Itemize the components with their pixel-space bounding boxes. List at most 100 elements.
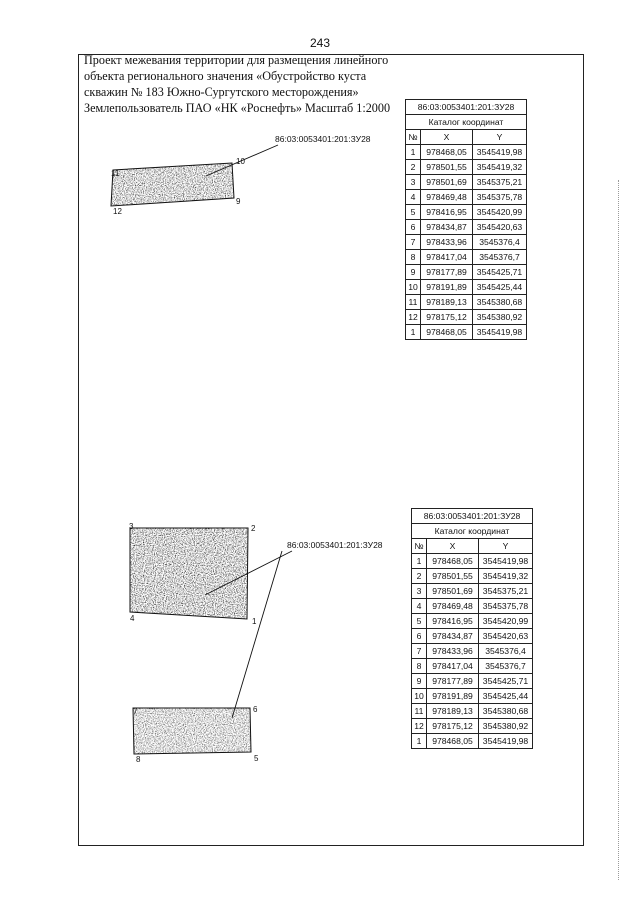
point-label: 6 <box>253 705 258 714</box>
sketch-lower: 86:03:0053401:201:ЗУ28 3 2 4 1 7 6 8 5 <box>129 522 383 764</box>
column-header: X <box>426 538 479 554</box>
y-coordinate-cell: 3545380,92 <box>478 718 533 734</box>
point-label: 12 <box>113 207 122 216</box>
catalog-subtitle: Каталог координат <box>411 523 533 539</box>
point-number-cell: 3 <box>411 583 427 599</box>
header-line-1: Проект межевания территории для размещен… <box>84 53 389 67</box>
point-label: 8 <box>136 755 141 764</box>
point-label: 9 <box>236 197 241 206</box>
column-header: № <box>405 129 421 145</box>
y-coordinate-cell: 3545375,21 <box>478 583 533 599</box>
y-coordinate-cell: 3545420,99 <box>478 613 533 629</box>
point-number-cell: 3 <box>405 174 421 190</box>
x-coordinate-cell: 978191,89 <box>426 688 479 704</box>
y-coordinate-cell: 3545425,71 <box>472 264 527 280</box>
y-coordinate-cell: 3545420,63 <box>472 219 527 235</box>
point-number-cell: 1 <box>411 553 427 569</box>
y-coordinate-cell: 3545376,7 <box>478 658 533 674</box>
y-coordinate-cell: 3545419,98 <box>478 553 533 569</box>
header-line-4: Землепользователь ПАО «НК «Роснефть» Мас… <box>84 101 391 115</box>
y-coordinate-cell: 3545380,68 <box>472 294 527 310</box>
x-coordinate-cell: 978175,12 <box>420 309 473 325</box>
x-coordinate-cell: 978468,05 <box>420 324 473 340</box>
plot-label-upper: 86:03:0053401:201:ЗУ28 <box>275 134 371 144</box>
column-header: № <box>411 538 427 554</box>
x-coordinate-cell: 978468,05 <box>420 144 473 160</box>
x-coordinate-cell: 978468,05 <box>426 733 479 749</box>
header-line-3: скважин № 183 Южно-Сургутского месторожд… <box>84 85 359 99</box>
point-number-cell: 5 <box>411 613 427 629</box>
point-number-cell: 1 <box>405 144 421 160</box>
y-coordinate-cell: 3545376,4 <box>478 643 533 659</box>
point-number-cell: 1 <box>411 733 427 749</box>
header-line-2: объекта регионального значения «Обустрой… <box>84 69 367 83</box>
point-number-cell: 10 <box>405 279 421 295</box>
y-coordinate-cell: 3545425,71 <box>478 673 533 689</box>
x-coordinate-cell: 978191,89 <box>420 279 473 295</box>
point-number-cell: 2 <box>405 159 421 175</box>
x-coordinate-cell: 978501,55 <box>420 159 473 175</box>
point-number-cell: 6 <box>405 219 421 235</box>
coordinate-catalog-upper: 86:03:0053401:201:ЗУ28 Каталог координат… <box>405 99 527 340</box>
point-number-cell: 8 <box>411 658 427 674</box>
point-number-cell: 9 <box>411 673 427 689</box>
x-coordinate-cell: 978175,12 <box>426 718 479 734</box>
x-coordinate-cell: 978468,05 <box>426 553 479 569</box>
x-coordinate-cell: 978433,96 <box>426 643 479 659</box>
x-coordinate-cell: 978189,13 <box>420 294 473 310</box>
y-coordinate-cell: 3545380,68 <box>478 703 533 719</box>
y-coordinate-cell: 3545375,78 <box>478 598 533 614</box>
y-coordinate-cell: 3545425,44 <box>472 279 527 295</box>
point-number-cell: 4 <box>405 189 421 205</box>
point-number-cell: 11 <box>405 294 421 310</box>
point-label: 1 <box>252 617 257 626</box>
point-label: 3 <box>129 522 134 531</box>
catalog-header-row: № X Y <box>411 538 533 554</box>
point-number-cell: 8 <box>405 249 421 265</box>
coordinate-catalog-lower: 86:03:0053401:201:ЗУ28 Каталог координат… <box>411 508 533 749</box>
column-header: Y <box>478 538 533 554</box>
y-coordinate-cell: 3545425,44 <box>478 688 533 704</box>
point-number-cell: 10 <box>411 688 427 704</box>
plot-label-lower: 86:03:0053401:201:ЗУ28 <box>287 540 383 550</box>
x-coordinate-cell: 978469,48 <box>420 189 473 205</box>
sketch-upper: 86:03:0053401:201:ЗУ28 10 11 12 9 <box>110 134 371 216</box>
y-coordinate-cell: 3545380,92 <box>472 309 527 325</box>
x-coordinate-cell: 978416,95 <box>426 613 479 629</box>
y-coordinate-cell: 3545375,21 <box>472 174 527 190</box>
point-number-cell: 11 <box>411 703 427 719</box>
column-header: Y <box>472 129 527 145</box>
point-number-cell: 1 <box>405 324 421 340</box>
point-number-cell: 6 <box>411 628 427 644</box>
x-coordinate-cell: 978433,96 <box>420 234 473 250</box>
y-coordinate-cell: 3545419,98 <box>472 324 527 340</box>
point-number-cell: 4 <box>411 598 427 614</box>
page-edge-line <box>618 180 620 880</box>
point-label: 2 <box>251 524 256 533</box>
x-coordinate-cell: 978501,69 <box>426 583 479 599</box>
y-coordinate-cell: 3545419,32 <box>472 159 527 175</box>
